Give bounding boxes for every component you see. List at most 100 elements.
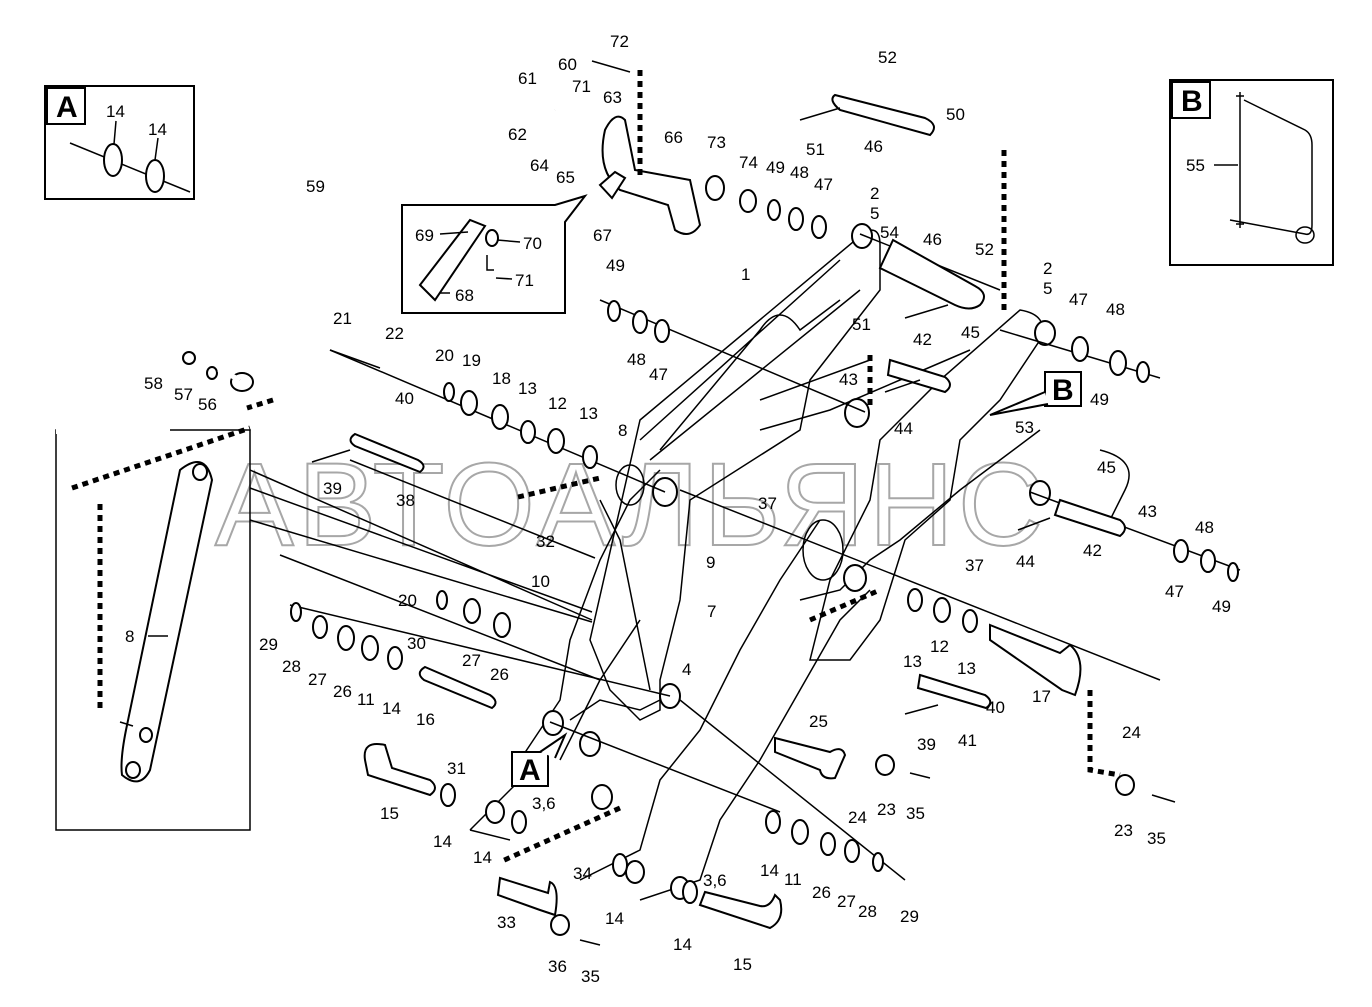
- part-label: 13: [518, 379, 537, 398]
- callout-b: B: [989, 371, 1082, 416]
- part-label: 38: [396, 491, 415, 510]
- part-label: 31: [447, 759, 466, 778]
- part-label: 35: [1147, 829, 1166, 848]
- detail-box-latch: 69 70 71 68: [401, 194, 588, 314]
- part-label: 8: [125, 627, 134, 646]
- part-label: 30: [407, 634, 426, 653]
- part-label: 14: [382, 699, 401, 718]
- part-label: 26: [333, 682, 352, 701]
- part-label: 20: [435, 346, 454, 365]
- part-label: 20: [398, 591, 417, 610]
- part-label: 57: [174, 385, 193, 404]
- inset-b: B 55: [1169, 79, 1334, 266]
- part-label: 29: [259, 635, 278, 654]
- part-label: 3,6: [532, 794, 556, 813]
- part-label: 2: [1043, 259, 1052, 278]
- part-label: 62: [508, 125, 527, 144]
- part-label: 28: [858, 902, 877, 921]
- part-label: 41: [958, 731, 977, 750]
- part-label: 35: [906, 804, 925, 823]
- detail-label-71: 71: [515, 271, 534, 290]
- part-label: 46: [923, 230, 942, 249]
- part-label: 27: [308, 670, 327, 689]
- part-label: 37: [758, 494, 777, 513]
- svg-text:A: A: [519, 754, 541, 787]
- part-label: 23: [1114, 821, 1133, 840]
- part-label: 39: [917, 735, 936, 754]
- part-label: 50: [946, 105, 965, 124]
- part-label: 44: [1016, 552, 1035, 571]
- part-label: 27: [462, 651, 481, 670]
- part-label: 17: [1032, 687, 1051, 706]
- inset-a-label-0: 14: [106, 102, 125, 121]
- part-label: 11: [357, 690, 375, 709]
- part-label: 42: [913, 330, 932, 349]
- part-label: 47: [1069, 290, 1088, 309]
- part-label: 28: [282, 657, 301, 676]
- part-label: 66: [664, 128, 683, 147]
- part-label: 14: [433, 832, 452, 851]
- part-label: 43: [1138, 502, 1157, 521]
- part-label: 63: [603, 88, 622, 107]
- part-label: 3,6: [703, 871, 727, 890]
- part-label: 4: [682, 660, 691, 679]
- part-label: 21: [333, 309, 352, 328]
- part-label: 58: [144, 374, 163, 393]
- part-label: 32: [536, 532, 555, 551]
- part-label: 48: [1195, 518, 1214, 537]
- part-label: 44: [894, 419, 913, 438]
- part-label: 12: [930, 637, 949, 656]
- part-label: 47: [814, 175, 833, 194]
- part-label: 13: [579, 404, 598, 423]
- part-label: 51: [806, 140, 825, 159]
- part-label: 8: [618, 421, 627, 440]
- part-label: 14: [673, 935, 692, 954]
- part-label: 29: [900, 907, 919, 926]
- part-label: 59: [306, 177, 325, 196]
- detail-label-70: 70: [523, 234, 542, 253]
- part-label: 13: [957, 659, 976, 678]
- part-label: 18: [492, 369, 511, 388]
- part-label: 27: [837, 892, 856, 911]
- part-label: 47: [649, 365, 668, 384]
- part-label: 74: [739, 153, 758, 172]
- part-label: 15: [380, 804, 399, 823]
- part-label: 5: [870, 204, 879, 223]
- part-label: 49: [606, 256, 625, 275]
- detail-label-69: 69: [415, 226, 434, 245]
- part-label: 26: [490, 665, 509, 684]
- part-label: 1: [741, 265, 750, 284]
- part-label: 36: [548, 957, 567, 976]
- part-label: 71: [572, 77, 591, 96]
- part-label: 53: [1015, 418, 1034, 437]
- washer-set: [182, 175, 1239, 936]
- part-label: 73: [707, 133, 726, 152]
- inset-a: A 14 14: [44, 85, 195, 200]
- part-label: 48: [790, 163, 809, 182]
- part-label: 45: [1097, 458, 1116, 477]
- svg-text:B: B: [1052, 374, 1074, 407]
- part-label: 48: [1106, 300, 1125, 319]
- part-label: 37: [965, 556, 984, 575]
- part-label: 14: [605, 909, 624, 928]
- part-label: 10: [531, 572, 550, 591]
- part-label: 52: [975, 240, 994, 259]
- part-label: 51: [852, 315, 871, 334]
- part-label: 7: [707, 602, 716, 621]
- callout-a: A: [511, 732, 568, 787]
- part-label: 64: [530, 156, 549, 175]
- part-label: 40: [986, 698, 1005, 717]
- part-label: 34: [573, 864, 592, 883]
- part-label: 25: [809, 712, 828, 731]
- part-label: 19: [462, 351, 481, 370]
- part-label: 35: [581, 967, 600, 986]
- part-label: 61: [518, 69, 537, 88]
- part-label: 11: [784, 870, 802, 889]
- part-label: 9: [706, 553, 715, 572]
- part-label: 23: [877, 800, 896, 819]
- part-label: 49: [1090, 390, 1109, 409]
- part-label: 26: [812, 883, 831, 902]
- part-label: 33: [497, 913, 516, 932]
